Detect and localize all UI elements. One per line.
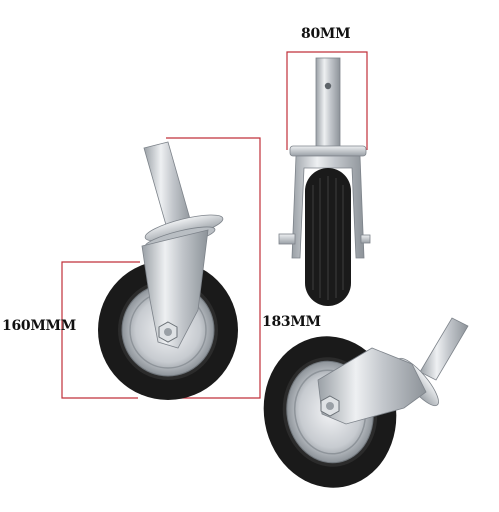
dimension-lines	[61, 51, 368, 399]
caster-wheel-tilted-view	[263, 317, 469, 488]
caster-wheel-side-view	[98, 141, 238, 400]
total-height-label: 183MM	[262, 314, 321, 330]
width-dimension-label: 80MM	[301, 26, 351, 42]
caster-wheel-front-view	[278, 57, 371, 306]
wheel-diameter-label: 160MMM	[2, 318, 76, 334]
